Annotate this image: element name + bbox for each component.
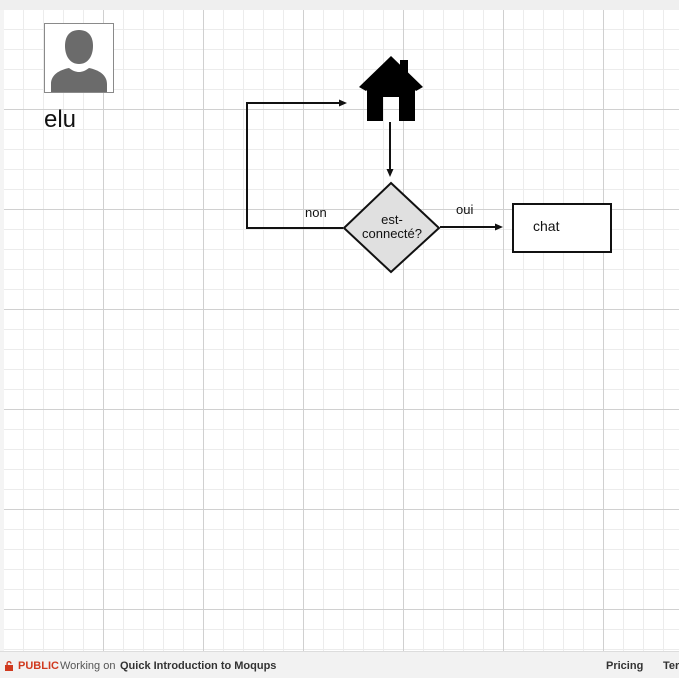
avatar-label: elu (44, 106, 77, 133)
canvas-left-edge (0, 10, 4, 651)
avatar[interactable] (44, 23, 114, 93)
edge-label-non: non (305, 205, 327, 220)
decision-label: est- connecté? (352, 213, 432, 241)
pricing-link[interactable]: Pricing (606, 660, 644, 672)
arrowhead-to-decision (386, 169, 394, 177)
chat-node[interactable] (512, 203, 612, 253)
grid-canvas[interactable] (4, 10, 679, 651)
connector-non (246, 102, 343, 229)
top-bar (0, 0, 679, 10)
terms-link[interactable]: Ter (663, 660, 679, 672)
user-silhouette-icon (51, 30, 107, 92)
visibility-badge[interactable]: PUBLIC (18, 660, 59, 672)
decision-diamond[interactable] (342, 181, 441, 274)
decision-label-line2: connecté? (362, 226, 422, 241)
home-icon[interactable] (359, 56, 423, 121)
flowchart (246, 56, 503, 274)
unlock-icon (5, 661, 13, 671)
status-footer: PUBLIC Working on Quick Introduction to … (0, 651, 679, 678)
decision-label-line1: est- (381, 212, 403, 227)
arrowhead-to-chat (495, 223, 503, 231)
arrowhead-to-home (339, 99, 347, 107)
working-on-text: Working on (60, 660, 116, 672)
edge-label-oui: oui (456, 202, 474, 217)
project-name-link[interactable]: Quick Introduction to Moqups (120, 660, 277, 672)
chat-node-label: chat (533, 218, 560, 234)
